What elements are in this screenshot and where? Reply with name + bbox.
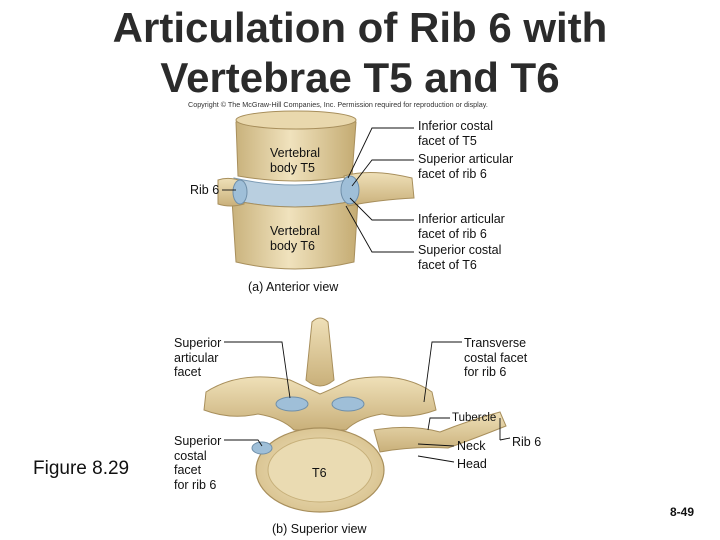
label-head: Head bbox=[457, 457, 487, 471]
rib6-left-facet bbox=[232, 179, 248, 205]
caption-superior-view: (b) Superior view bbox=[272, 522, 367, 536]
rib6-right-shape bbox=[343, 171, 415, 207]
superior-costal-facet bbox=[251, 441, 273, 455]
label-neck: Neck bbox=[457, 439, 486, 453]
anterior-leader-lines bbox=[222, 127, 414, 253]
copyright-notice: Copyright © The McGraw-Hill Companies, I… bbox=[188, 100, 488, 109]
superior-view-drawing bbox=[203, 317, 507, 513]
label-tubercle: Tubercle bbox=[452, 412, 497, 424]
superior-leader-lines bbox=[224, 341, 511, 463]
vertebral-body-t6-inner bbox=[267, 437, 373, 503]
label-rib6-anterior: Rib 6 bbox=[190, 183, 220, 197]
page-number: 8-49 bbox=[669, 505, 694, 519]
t5-top-rim bbox=[235, 110, 357, 130]
rib6-superior bbox=[373, 411, 507, 453]
label-t6: T6 bbox=[312, 466, 327, 480]
transverse-processes bbox=[203, 376, 437, 431]
vertebral-body-t6-shape bbox=[231, 199, 359, 270]
title-line-1: Articulation of Rib 6 with bbox=[112, 4, 608, 51]
label-rib6-superior: Rib 6 bbox=[512, 435, 542, 449]
caption-anterior-view: (a) Anterior view bbox=[248, 280, 339, 294]
spinous-process bbox=[305, 317, 335, 387]
superior-articular-facet-right bbox=[331, 396, 365, 412]
title-line-2: Vertebrae T5 and T6 bbox=[160, 54, 560, 101]
figure-label: Figure 8.29 bbox=[33, 458, 130, 479]
intervertebral-disc bbox=[231, 177, 359, 208]
anterior-view-drawing bbox=[217, 110, 415, 270]
superior-articular-facet-left bbox=[275, 396, 309, 412]
